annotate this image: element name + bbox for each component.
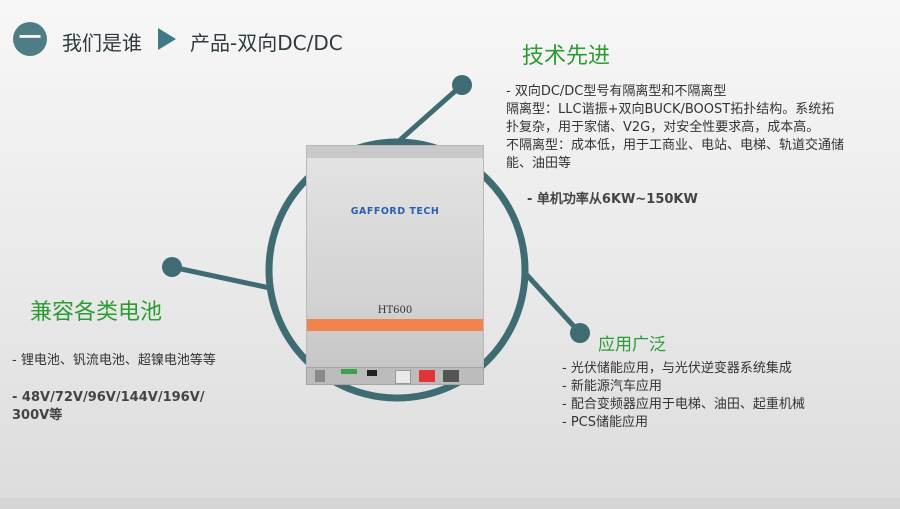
battery-voltages-2: 300V等	[12, 408, 63, 423]
battery-title: 兼容各类电池	[30, 300, 163, 325]
port-grey	[315, 370, 325, 382]
connector-right	[524, 272, 582, 335]
device-top-cap	[307, 146, 483, 158]
device-image: GAFFORD TECH HT600	[306, 145, 484, 369]
apps-item: - 配合变频器应用于电梯、油田、起重机械	[562, 397, 805, 412]
section-title: 我们是谁	[62, 31, 142, 55]
battery-voltages-1: - 48V/72V/96V/144V/196V/	[12, 390, 205, 405]
battery-types: - 锂电池、钒流电池、超镍电池等等	[12, 353, 216, 368]
connector-left	[171, 264, 271, 291]
bottom-band	[0, 498, 900, 509]
play-triangle-icon	[158, 28, 176, 50]
apps-item: - 光伏储能应用，与光伏逆变器系统集成	[562, 361, 792, 376]
tech-title: 技术先进	[522, 44, 611, 69]
product-title: 产品-双向DC/DC	[190, 31, 343, 55]
connector-top	[398, 83, 464, 142]
device-model: HT600	[377, 305, 413, 316]
tech-line: 能、油田等	[506, 156, 572, 171]
port-dark	[443, 370, 459, 382]
section-number-badge: 一	[13, 22, 47, 56]
apps-item: - PCS储能应用	[562, 415, 648, 430]
tech-line: 扑复杂，用于家储、V2G，对安全性要求高，成本高。	[506, 120, 820, 135]
tech-line: 隔离型：LLC谐振+双向BUCK/BOOST拓扑结构。系统拓	[506, 102, 835, 117]
device-connector-panel	[306, 367, 484, 385]
connector-dot-right	[570, 323, 590, 343]
tech-line: - 双向DC/DC型号有隔离型和不隔离型	[506, 84, 727, 99]
apps-item: - 新能源汽车应用	[562, 379, 662, 394]
apps-title: 应用广泛	[598, 335, 666, 355]
port-green	[341, 369, 357, 374]
port-red	[419, 370, 435, 382]
connector-dot-left	[162, 257, 182, 277]
port-white	[395, 370, 411, 384]
apps-list: - 光伏储能应用，与光伏逆变器系统集成 - 新能源汽车应用 - 配合变频器应用于…	[562, 360, 805, 432]
device-brand: GAFFORD TECH	[350, 206, 440, 217]
tech-power: - 单机功率从6KW~150KW	[527, 192, 698, 207]
port-black	[367, 370, 377, 376]
tech-line: 不隔离型：成本低，用于工商业、电站、电梯、轨道交通储	[506, 138, 845, 153]
tech-description: - 双向DC/DC型号有隔离型和不隔离型 隔离型：LLC谐振+双向BUCK/BO…	[506, 83, 844, 173]
connector-dot-top	[452, 75, 472, 95]
device-orange-stripe	[307, 319, 483, 331]
ring-circle	[265, 138, 529, 402]
